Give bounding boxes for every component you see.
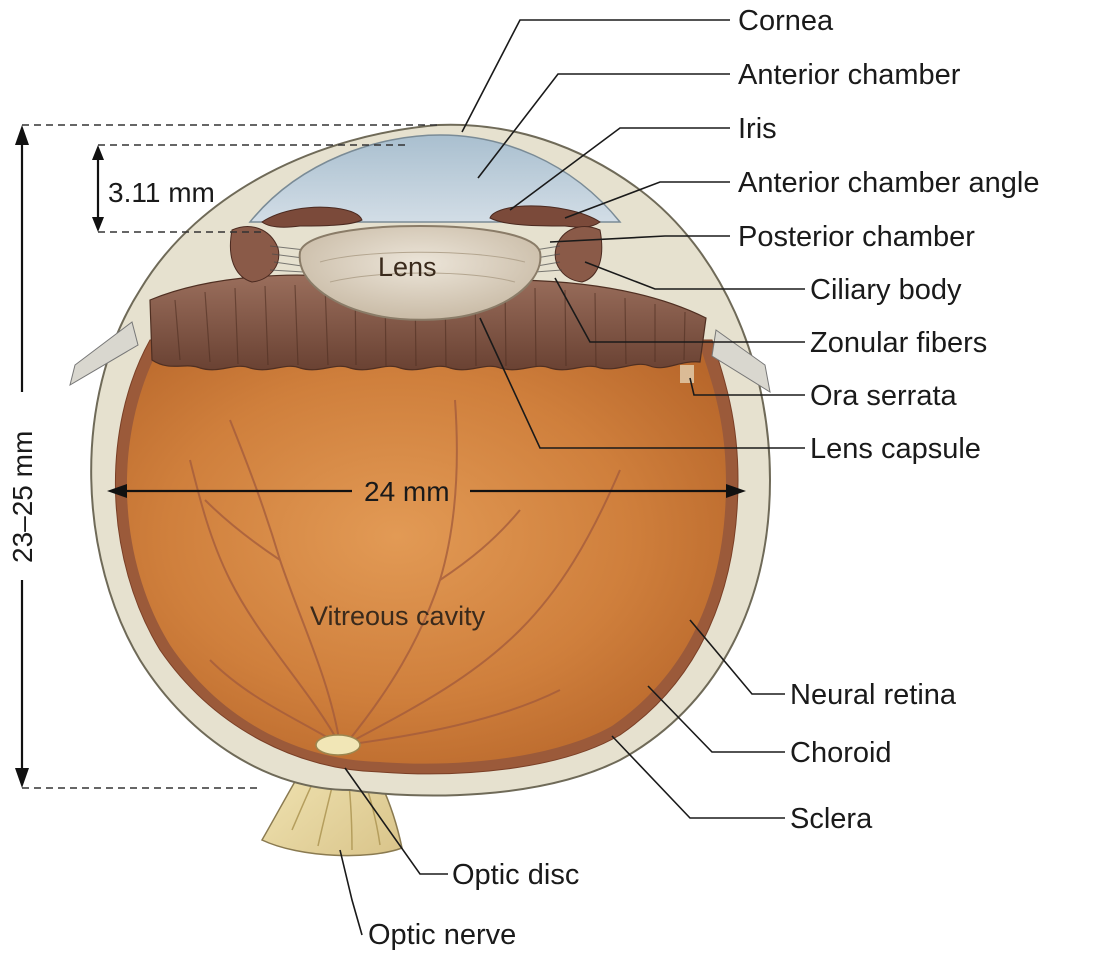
label-cornea: Cornea xyxy=(738,5,834,37)
label-lens: Lens xyxy=(378,252,437,282)
leader-optic-nerve xyxy=(340,850,362,935)
label-ciliary-body: Ciliary body xyxy=(810,274,962,306)
label-choroid: Choroid xyxy=(790,737,892,769)
label-vitreous-cavity: Vitreous cavity xyxy=(310,601,486,631)
dimension-horizontal-diameter: 24 mm xyxy=(364,476,450,507)
label-lens-capsule: Lens capsule xyxy=(810,433,981,465)
label-posterior-chamber: Posterior chamber xyxy=(738,221,975,253)
label-anterior-chamber-angle: Anterior chamber angle xyxy=(738,167,1039,199)
dimension-anterior-chamber-depth: 3.11 mm xyxy=(108,177,215,208)
label-optic-disc: Optic disc xyxy=(452,859,579,891)
label-anterior-chamber: Anterior chamber xyxy=(738,59,961,91)
dimension-axial-length: 23–25 mm xyxy=(7,431,38,563)
leader-cornea xyxy=(462,20,730,132)
label-zonular-fibers: Zonular fibers xyxy=(810,327,987,359)
label-sclera: Sclera xyxy=(790,803,873,835)
label-ora-serrata: Ora serrata xyxy=(810,380,958,412)
label-optic-nerve: Optic nerve xyxy=(368,919,516,951)
label-neural-retina: Neural retina xyxy=(790,679,957,711)
optic-disc-shape xyxy=(316,735,360,755)
label-iris: Iris xyxy=(738,113,777,145)
